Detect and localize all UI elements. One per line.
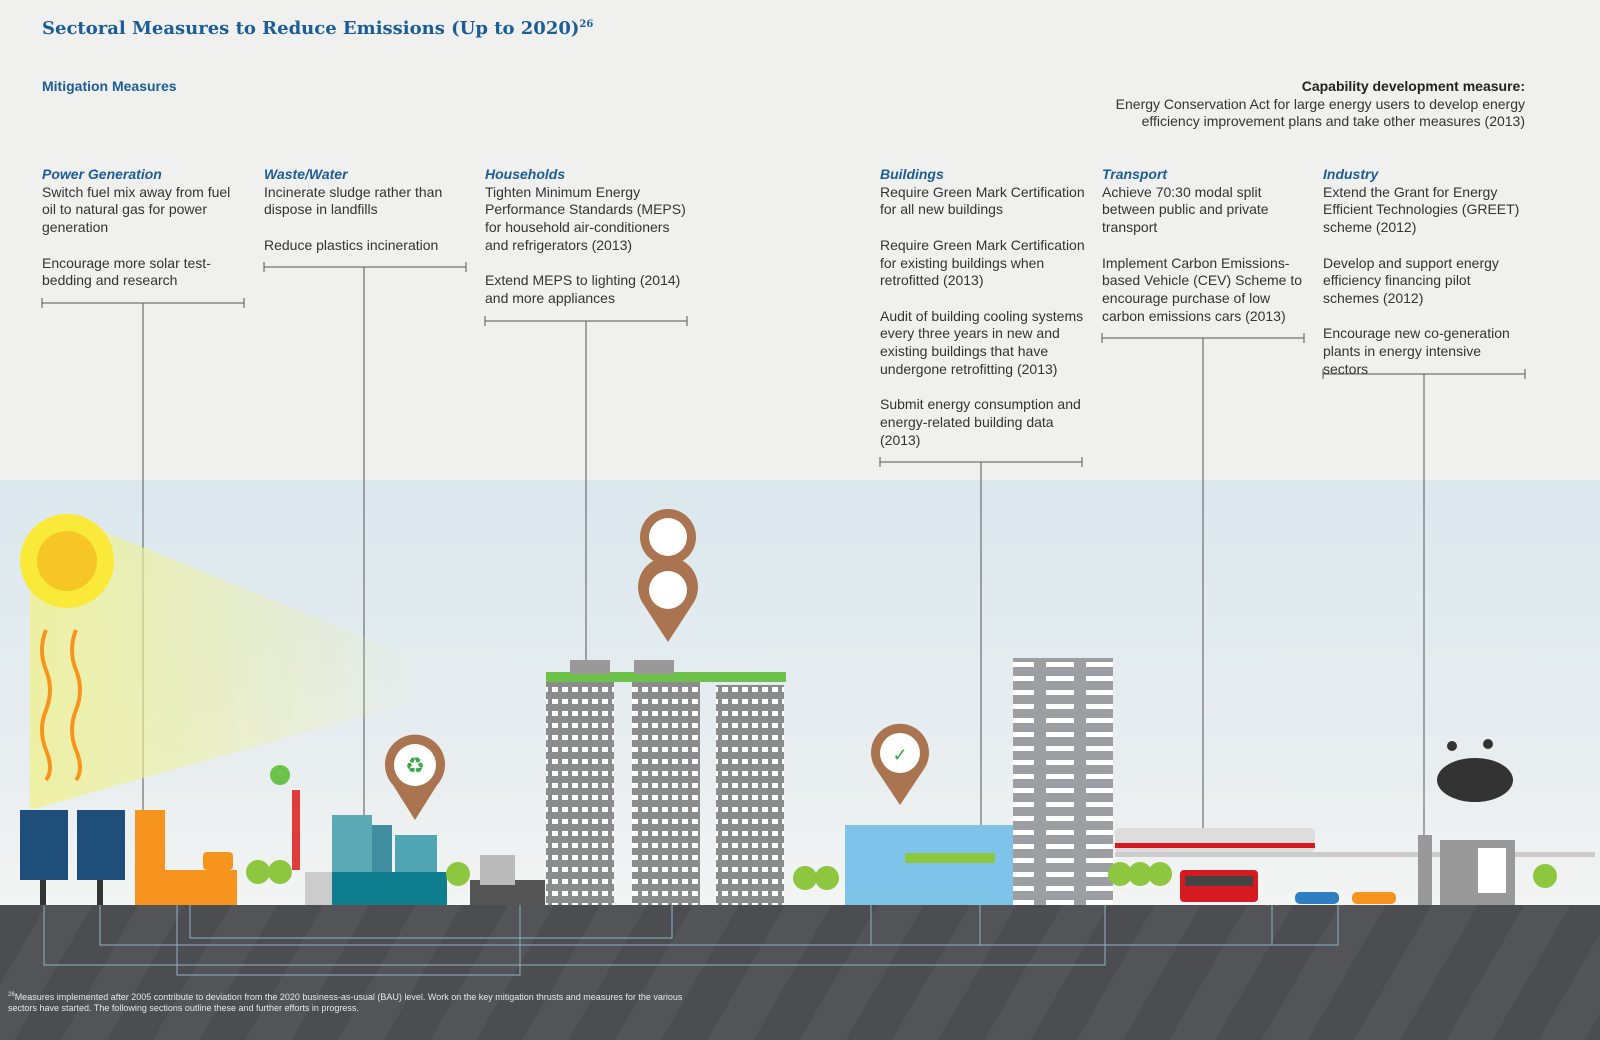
heat-wave-icon xyxy=(40,629,82,782)
bus xyxy=(1180,870,1258,902)
recycling-pin-icon: ♻ xyxy=(385,734,445,820)
hdb-towers xyxy=(546,660,786,905)
waste-plant xyxy=(270,765,447,905)
connector-lines xyxy=(41,262,1526,836)
solar-panel-icon xyxy=(20,810,125,905)
green-mark-pin-icon: ✓ xyxy=(871,723,929,805)
page-title: Sectoral Measures to Reduce Emissions (U… xyxy=(42,18,594,39)
capability-measure: Capability development measure: Energy C… xyxy=(1115,78,1525,130)
ground xyxy=(0,905,1600,1040)
mrt-train xyxy=(1115,828,1595,857)
cars xyxy=(1295,892,1396,904)
energy-label-pin-icon xyxy=(638,509,698,642)
trees xyxy=(246,860,1557,890)
house xyxy=(470,855,545,905)
underground-network xyxy=(43,905,1339,976)
svg-text:♻: ♻ xyxy=(405,753,425,778)
factory xyxy=(1418,739,1515,905)
sun-beam xyxy=(30,530,420,810)
commercial-building xyxy=(845,658,1113,905)
svg-text:✓: ✓ xyxy=(892,745,907,765)
section-subtitle: Mitigation Measures xyxy=(42,78,177,94)
footnote: 26Measures implemented after 2005 contri… xyxy=(8,992,683,1013)
power-plant xyxy=(135,810,237,905)
